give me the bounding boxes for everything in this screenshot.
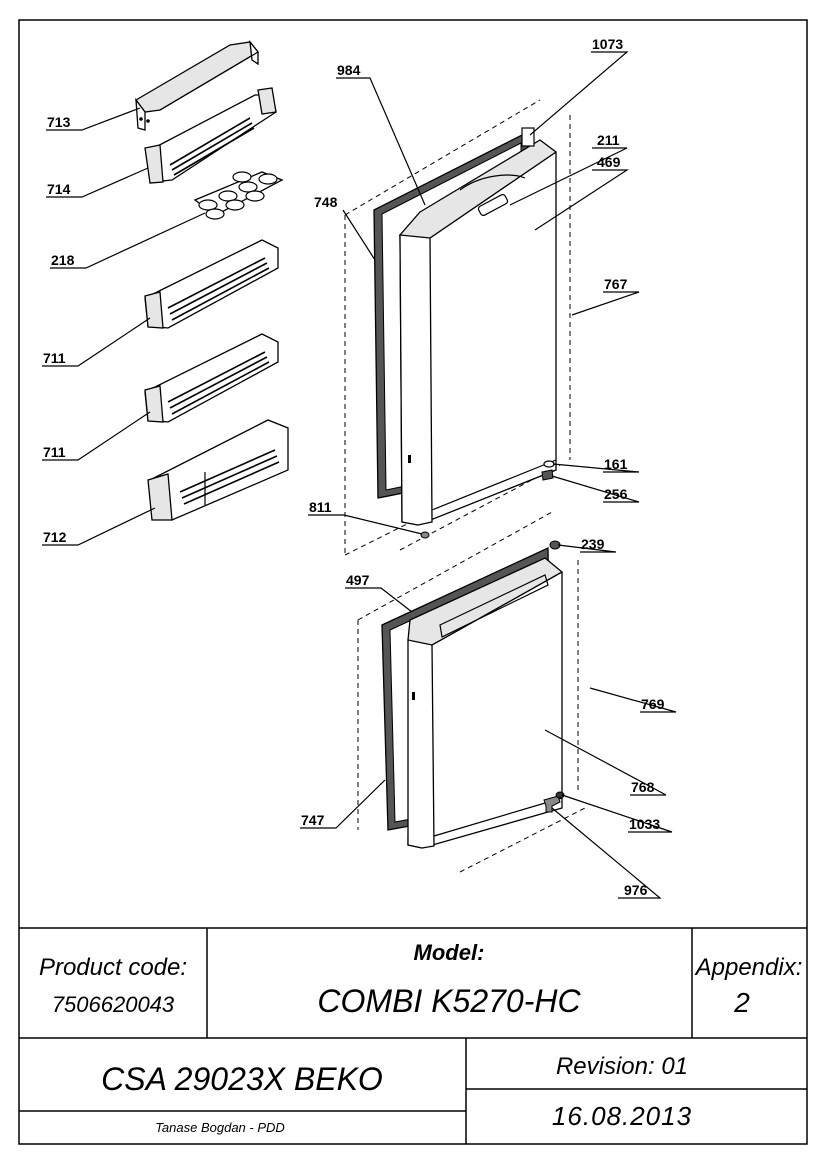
callout-984: 984 — [337, 62, 361, 78]
appendix-value: 2 — [733, 987, 750, 1018]
part-256-stopper — [541, 469, 554, 481]
product-name: CSA 29023X BEKO — [101, 1061, 383, 1097]
author: Tanase Bogdan - PDD — [155, 1120, 285, 1135]
part-712-bottle-shelf — [147, 419, 289, 521]
vent-slots-714 — [169, 117, 255, 176]
callout-469: 469 — [597, 154, 621, 170]
callout-711-b: 711 — [43, 444, 66, 460]
callout-767: 767 — [604, 276, 628, 292]
callout-labels: 713 714 218 711 711 712 984 1073 211 469… — [43, 36, 665, 898]
revision: Revision: 01 — [556, 1053, 688, 1080]
title-block-text: Product code: 7506620043 Model: COMBI K5… — [39, 940, 802, 1135]
callout-211: 211 — [597, 132, 620, 148]
title-block — [19, 927, 807, 1144]
appendix-label: Appendix: — [694, 954, 803, 981]
part-1073-hinge-cover — [521, 127, 535, 147]
model-value: COMBI K5270-HC — [317, 983, 581, 1019]
callout-747: 747 — [301, 812, 325, 828]
callout-712: 712 — [43, 529, 67, 545]
callout-711-a: 711 — [43, 350, 66, 366]
callout-811: 811 — [309, 499, 332, 515]
part-161-bushing — [543, 460, 555, 468]
callout-218: 218 — [51, 252, 75, 268]
callout-976: 976 — [624, 882, 648, 898]
part-713-shelf-cover — [135, 39, 259, 131]
lower-door-assembly — [357, 511, 586, 873]
callout-769: 769 — [641, 696, 665, 712]
callout-1033: 1033 — [629, 816, 660, 832]
part-218-egg-tray — [193, 171, 284, 220]
callout-713: 713 — [47, 114, 71, 130]
part-1033-screw — [555, 791, 565, 799]
callout-256: 256 — [604, 486, 628, 502]
callout-714: 714 — [47, 181, 71, 197]
callout-leaders — [42, 51, 677, 899]
part-711-shelf-a — [144, 239, 279, 329]
drawing-frame — [18, 19, 808, 1145]
callout-239: 239 — [581, 536, 605, 552]
part-711-shelf-b — [144, 333, 279, 423]
part-714-shelf — [144, 87, 277, 184]
part-211-handle-slot — [477, 194, 509, 216]
callout-161: 161 — [604, 456, 628, 472]
product-code-value: 7506620043 — [52, 992, 175, 1017]
model-label: Model: — [414, 940, 485, 965]
part-811-pin — [420, 531, 430, 539]
product-code-label: Product code: — [39, 954, 187, 981]
callout-497: 497 — [346, 572, 370, 588]
callout-1073: 1073 — [592, 36, 623, 52]
upper-door-assembly — [344, 99, 571, 556]
revision-date: 16.08.2013 — [552, 1101, 692, 1131]
callout-768: 768 — [631, 779, 655, 795]
callout-748: 748 — [314, 194, 338, 210]
